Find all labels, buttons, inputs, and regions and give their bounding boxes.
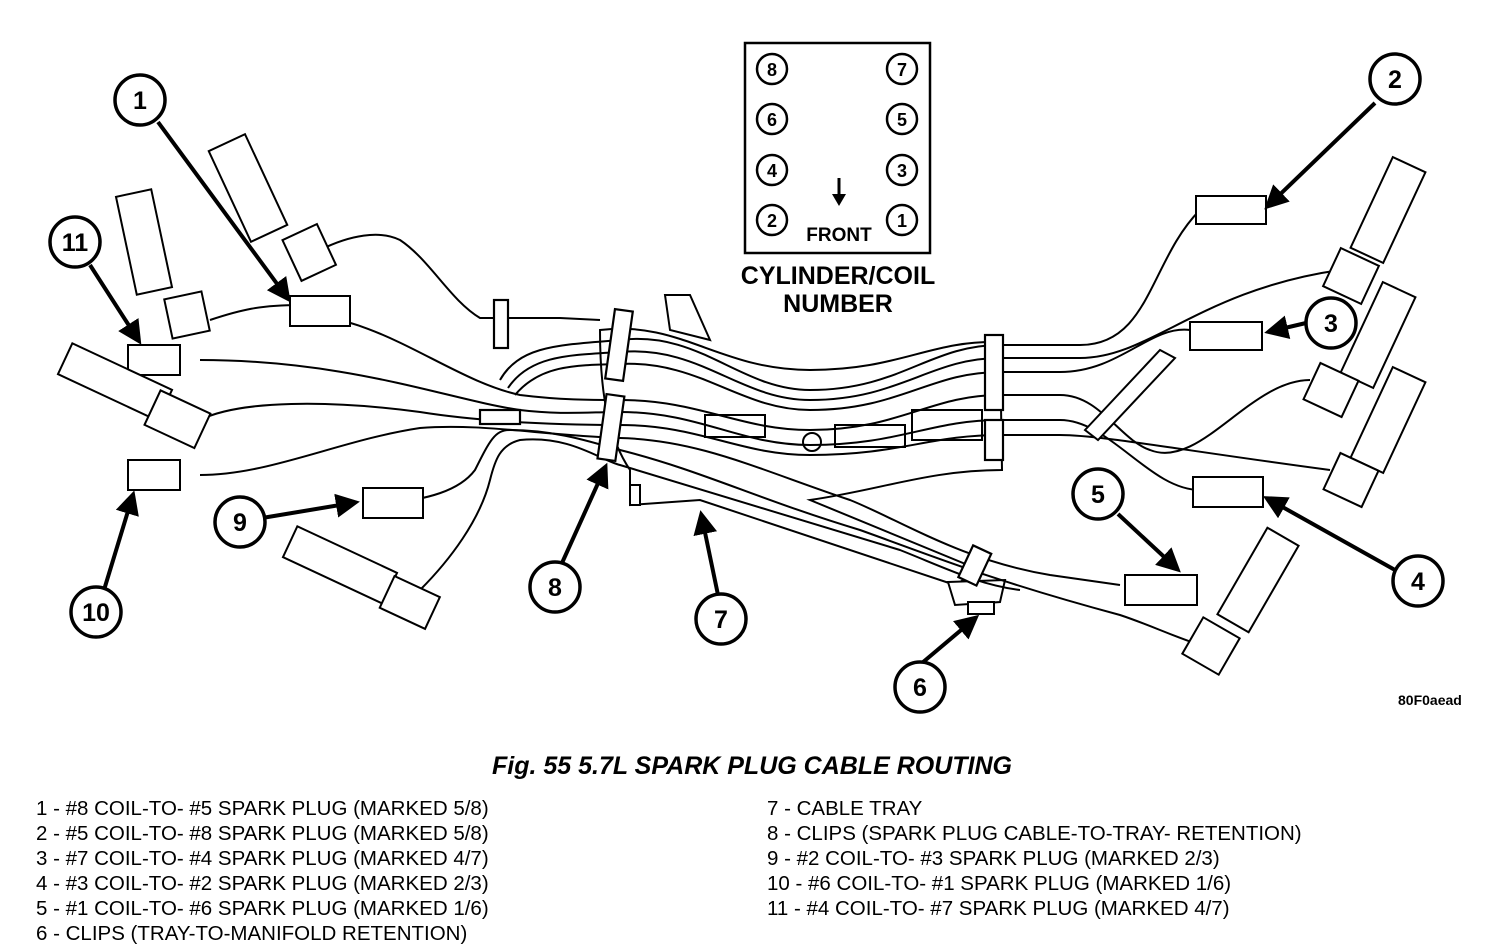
callout-5-number: 5 xyxy=(1091,481,1105,509)
cylinder-label-line1: CYLINDER/COIL xyxy=(741,262,935,290)
legend-item-6: 6 - CLIPS (TRAY-TO-MANIFOLD RETENTION) xyxy=(36,922,468,945)
callout-1: 1 xyxy=(113,73,167,127)
callout-8: 8 xyxy=(528,560,582,614)
cylinder-1: 1 xyxy=(897,211,907,231)
callout-1-number: 1 xyxy=(133,87,147,115)
legend-item-4: 4 - #3 COIL-TO- #2 SPARK PLUG (MARKED 2/… xyxy=(36,872,489,895)
callout-3: 3 xyxy=(1304,296,1358,350)
image-code: 80F0aead xyxy=(1398,692,1462,708)
callout-11-number: 11 xyxy=(62,229,89,257)
legend: 1 - #8 COIL-TO- #5 SPARK PLUG (MARKED 5/… xyxy=(0,790,1504,948)
figure-caption: Fig. 55 5.7L SPARK PLUG CABLE ROUTING xyxy=(492,752,1012,780)
callout-10: 10 xyxy=(69,585,123,639)
callout-9: 9 xyxy=(213,495,267,549)
callouts: 1 2 3 4 5 6 7 8 xyxy=(48,52,1445,714)
legend-item-7: 7 - CABLE TRAY xyxy=(767,797,923,820)
legend-item-3: 3 - #7 COIL-TO- #4 SPARK PLUG (MARKED 4/… xyxy=(36,847,489,870)
callout-8-number: 8 xyxy=(548,574,562,602)
callout-9-number: 9 xyxy=(233,509,247,537)
cylinder-7: 7 xyxy=(897,60,907,80)
front-arrowhead-icon xyxy=(832,194,846,206)
legend-item-9: 9 - #2 COIL-TO- #3 SPARK PLUG (MARKED 2/… xyxy=(767,847,1220,870)
cylinder-label-line2: NUMBER xyxy=(783,290,893,318)
cable-bundle xyxy=(199,209,1341,646)
callout-4-number: 4 xyxy=(1411,568,1425,596)
legend-item-10: 10 - #6 COIL-TO- #1 SPARK PLUG (MARKED 1… xyxy=(767,872,1232,895)
legend-item-1: 1 - #8 COIL-TO- #5 SPARK PLUG (MARKED 5/… xyxy=(36,797,489,820)
coil-boots-right xyxy=(1083,155,1427,677)
cylinder-5: 5 xyxy=(897,110,907,130)
cylinder-coil-box: 8 6 4 2 7 5 3 1 FRONT CYLINDER/COIL NUMB… xyxy=(741,41,935,318)
leader-lines xyxy=(88,101,1396,665)
coil-boots-left xyxy=(56,132,601,631)
callout-7: 7 xyxy=(694,592,748,646)
callout-2-number: 2 xyxy=(1388,66,1402,94)
callout-6-number: 6 xyxy=(913,674,927,702)
callout-10-number: 10 xyxy=(82,599,110,627)
callout-5: 5 xyxy=(1071,467,1125,521)
callout-3-number: 3 xyxy=(1324,310,1338,338)
cylinder-8: 8 xyxy=(767,60,777,80)
cylinder-3: 3 xyxy=(897,161,907,181)
legend-item-11: 11 - #4 COIL-TO- #7 SPARK PLUG (MARKED 4… xyxy=(767,897,1230,920)
cylinder-4: 4 xyxy=(767,161,777,181)
cylinder-numbers-left: 8 6 4 2 xyxy=(755,52,789,237)
front-label: FRONT xyxy=(806,225,872,246)
cylinder-2: 2 xyxy=(767,211,777,231)
cylinder-6: 6 xyxy=(767,110,777,130)
cable-tray xyxy=(598,294,1007,615)
legend-item-5: 5 - #1 COIL-TO- #6 SPARK PLUG (MARKED 1/… xyxy=(36,897,489,920)
callout-7-number: 7 xyxy=(714,606,728,634)
legend-item-8: 8 - CLIPS (SPARK PLUG CABLE-TO-TRAY- RET… xyxy=(767,822,1302,845)
callout-6: 6 xyxy=(893,660,947,714)
callout-4: 4 xyxy=(1391,554,1445,608)
legend-item-2: 2 - #5 COIL-TO- #8 SPARK PLUG (MARKED 5/… xyxy=(36,822,489,845)
tray-clips xyxy=(478,298,1005,588)
callout-2: 2 xyxy=(1368,52,1422,106)
cylinder-numbers-right: 7 5 3 1 xyxy=(885,52,919,237)
callout-11: 11 xyxy=(48,215,102,269)
